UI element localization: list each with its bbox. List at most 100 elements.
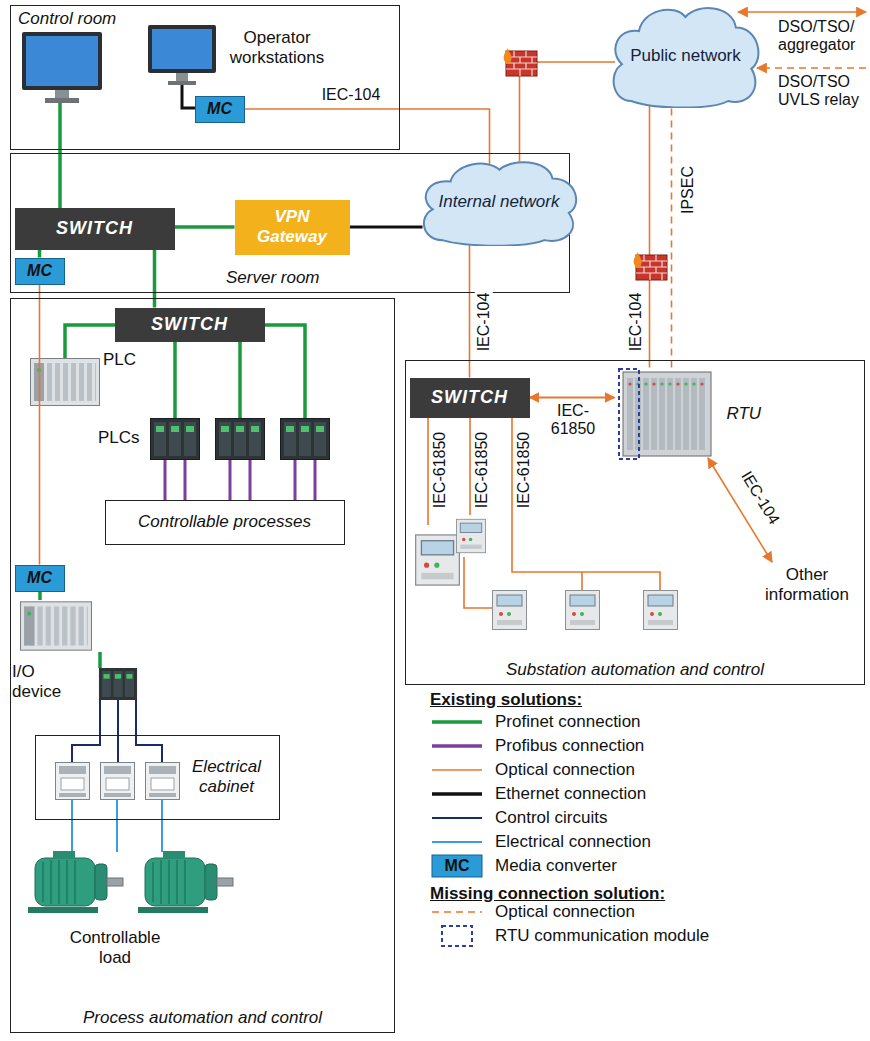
media-converter: MC [195, 96, 245, 123]
edge-label-box: IEC- 61850 [547, 402, 599, 439]
device-label: Controllable load [55, 928, 175, 967]
node-text: VPN Gateway [235, 207, 350, 246]
edge-label: IEC-104 [627, 291, 645, 354]
label-box: IEC-61850 [473, 430, 491, 511]
label-box: I/O device [12, 662, 74, 701]
legend-row: Control circuits [495, 808, 607, 828]
protocol-label: IEC-61850 [473, 430, 491, 511]
legend-heading: Existing solutions: [430, 690, 690, 710]
node-text: Public network [630, 46, 741, 66]
protocol-label: IEC-104 [736, 466, 784, 529]
node-text: SWITCH [52, 218, 137, 239]
legend-text: Optical connection [495, 902, 635, 922]
control-circuit [72, 700, 162, 762]
legend-sample [432, 722, 482, 946]
node-text: SWITCH [427, 387, 512, 408]
device-label: PLCs [98, 428, 146, 448]
connector [649, 105, 651, 368]
legend-row: Optical connection [495, 760, 635, 780]
legend-sample-text: MC [432, 855, 482, 877]
edge-label: IEC- 61850 [547, 402, 599, 439]
info-label: Other information [752, 565, 862, 604]
area-region: Process automation and control SWITCH Cont… [10, 298, 395, 1033]
legend-text: Profibus connection [495, 736, 644, 756]
switch-box: SWITCH [115, 308, 265, 342]
plc-icon [31, 359, 330, 460]
label-box: PLC [103, 350, 143, 370]
connector [350, 226, 423, 229]
node-text: Internal network [439, 192, 560, 212]
edge-label: IPSEC [679, 164, 697, 216]
connector [671, 105, 673, 368]
legend-text: Ethernet connection [495, 784, 646, 804]
label-box: Controllable load [55, 928, 175, 967]
legend-row: Ethernet connection [495, 784, 646, 804]
label-box: MC [432, 855, 482, 877]
process-box: Controllable processes [105, 500, 345, 545]
room-region: Control roomMC [10, 5, 400, 150]
monitor-icon [22, 25, 216, 103]
area-region: Substation automation and control SWITCH R… [405, 360, 865, 685]
region-heading: Process automation and control [83, 1008, 322, 1028]
media-converter: MC [15, 565, 65, 592]
label-box: PLCs [98, 428, 146, 448]
protocol-label: IEC-61850 [515, 430, 533, 511]
electrical-wire [72, 800, 162, 852]
device-label: PLC [103, 350, 143, 370]
connector [175, 225, 235, 229]
network-cloud: Internal network [418, 158, 581, 246]
cabinet-box: Electrical cabinet [35, 735, 280, 820]
legend-heading: Missing connection solution: [430, 884, 730, 904]
label-box: DSO/TSO/ aggregator [778, 18, 866, 55]
connector [530, 397, 615, 399]
label-box: IEC-61850 [431, 430, 449, 511]
motor-icon [28, 851, 233, 913]
node-text: SWITCH [147, 314, 232, 335]
node-text: MC [23, 262, 56, 280]
network-cloud: Public network [608, 3, 763, 108]
connector [245, 109, 490, 167]
node-text: Controllable processes [134, 512, 315, 532]
connector [39, 285, 41, 565]
edge-label: IEC-104 [475, 291, 493, 354]
connector [520, 62, 616, 162]
label-box: Other information [752, 565, 862, 604]
legend-text: Media converter [495, 856, 617, 876]
legend-row: Profinet connection [495, 712, 641, 732]
region-heading: Control room [18, 9, 116, 29]
edge-label-box: IEC-104 [318, 86, 384, 104]
rtu-icon [615, 368, 715, 460]
region-heading: Substation automation and control [506, 660, 764, 680]
legend-text: RTU communication module [495, 926, 709, 946]
ied-icon [416, 519, 678, 629]
profibus-wire [165, 460, 315, 500]
device-label: I/O device [12, 662, 74, 701]
edge-label-box: IEC-104 [475, 291, 493, 354]
legend-text: Control circuits [495, 808, 607, 828]
node-text: Electrical cabinet [181, 757, 273, 796]
device-label: Operator workstations [222, 28, 332, 67]
ethernet-wire [182, 85, 195, 108]
node-text: MC [203, 100, 236, 118]
label-box: Missing connection solution: [430, 884, 730, 904]
party-label: DSO/TSO/ aggregator [778, 18, 866, 55]
edge-label-box: IEC-104 [627, 291, 645, 354]
room-region: Server room SWITCH VPN Gateway Internal net… [10, 153, 570, 293]
legend-row: Profibus connection [495, 736, 644, 756]
connector [38, 250, 42, 258]
legend-row: Optical connection [495, 902, 635, 922]
protocol-label: IEC-61850 [431, 430, 449, 511]
label-box: IEC-61850 [515, 430, 533, 511]
legend-text: Profinet connection [495, 712, 641, 732]
edge-label-box: IPSEC [679, 164, 697, 216]
node-text: MC [23, 569, 56, 587]
label-box: Operator workstations [222, 28, 332, 67]
region-heading: Server room [226, 268, 320, 288]
edge-label: IEC-104 [318, 86, 384, 104]
switch-box: SWITCH [410, 378, 530, 418]
label-box: IEC-104 [736, 466, 784, 529]
media-converter: MC [15, 258, 65, 285]
party-label: DSO/TSO UVLS relay [778, 73, 866, 110]
contactor-icon [56, 763, 180, 800]
node-text: RTU [727, 404, 762, 424]
